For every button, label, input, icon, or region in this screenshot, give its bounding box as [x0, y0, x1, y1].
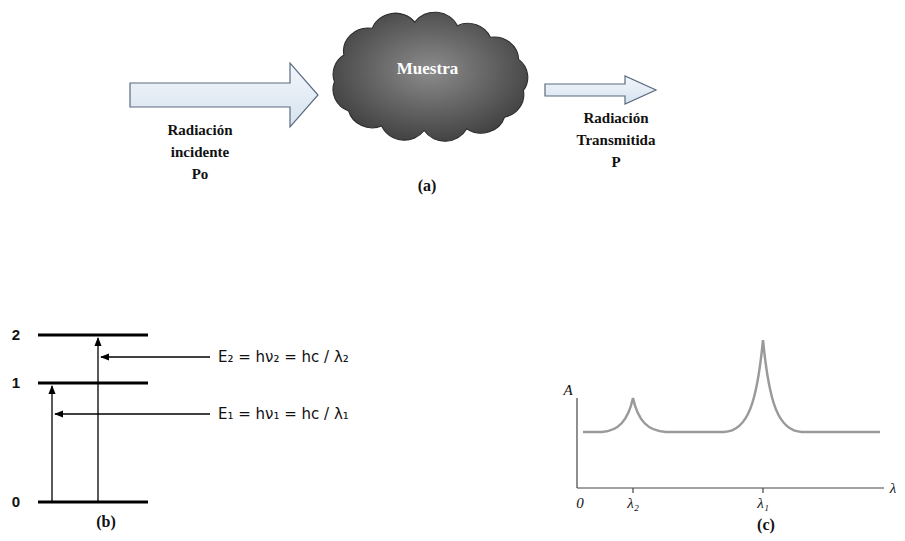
arrow-caption: Radiación Transmitida P	[577, 108, 656, 173]
axis-tick: λ₁	[757, 494, 769, 512]
panel-letter: (b)	[96, 512, 116, 531]
energy-levels	[38, 335, 148, 502]
sample-cloud: Muestra	[325, 15, 530, 135]
axis-tick: λ₂	[627, 494, 639, 512]
absorption-spectrum	[583, 340, 880, 432]
axis-label: λ	[890, 479, 897, 497]
level-number: 2	[12, 326, 20, 344]
node-label: Muestra	[397, 59, 458, 79]
transition-arrows	[52, 338, 210, 501]
energy-equation: E₂ = hν₂ = hc / λ₂	[218, 348, 349, 366]
incident-arrow	[130, 63, 318, 127]
level-number: 1	[12, 374, 20, 392]
axis-label: A	[563, 381, 572, 399]
spectrum-axes	[577, 398, 884, 493]
panel-letter: (c)	[757, 515, 775, 534]
panel-letter: (a)	[418, 176, 437, 195]
axis-tick: 0	[576, 494, 584, 512]
level-number: 0	[12, 493, 20, 511]
arrow-caption: Radiación incidente Po	[167, 120, 232, 185]
transmitted-arrow	[545, 76, 656, 104]
energy-equation: E₁ = hν₁ = hc / λ₁	[218, 405, 349, 423]
